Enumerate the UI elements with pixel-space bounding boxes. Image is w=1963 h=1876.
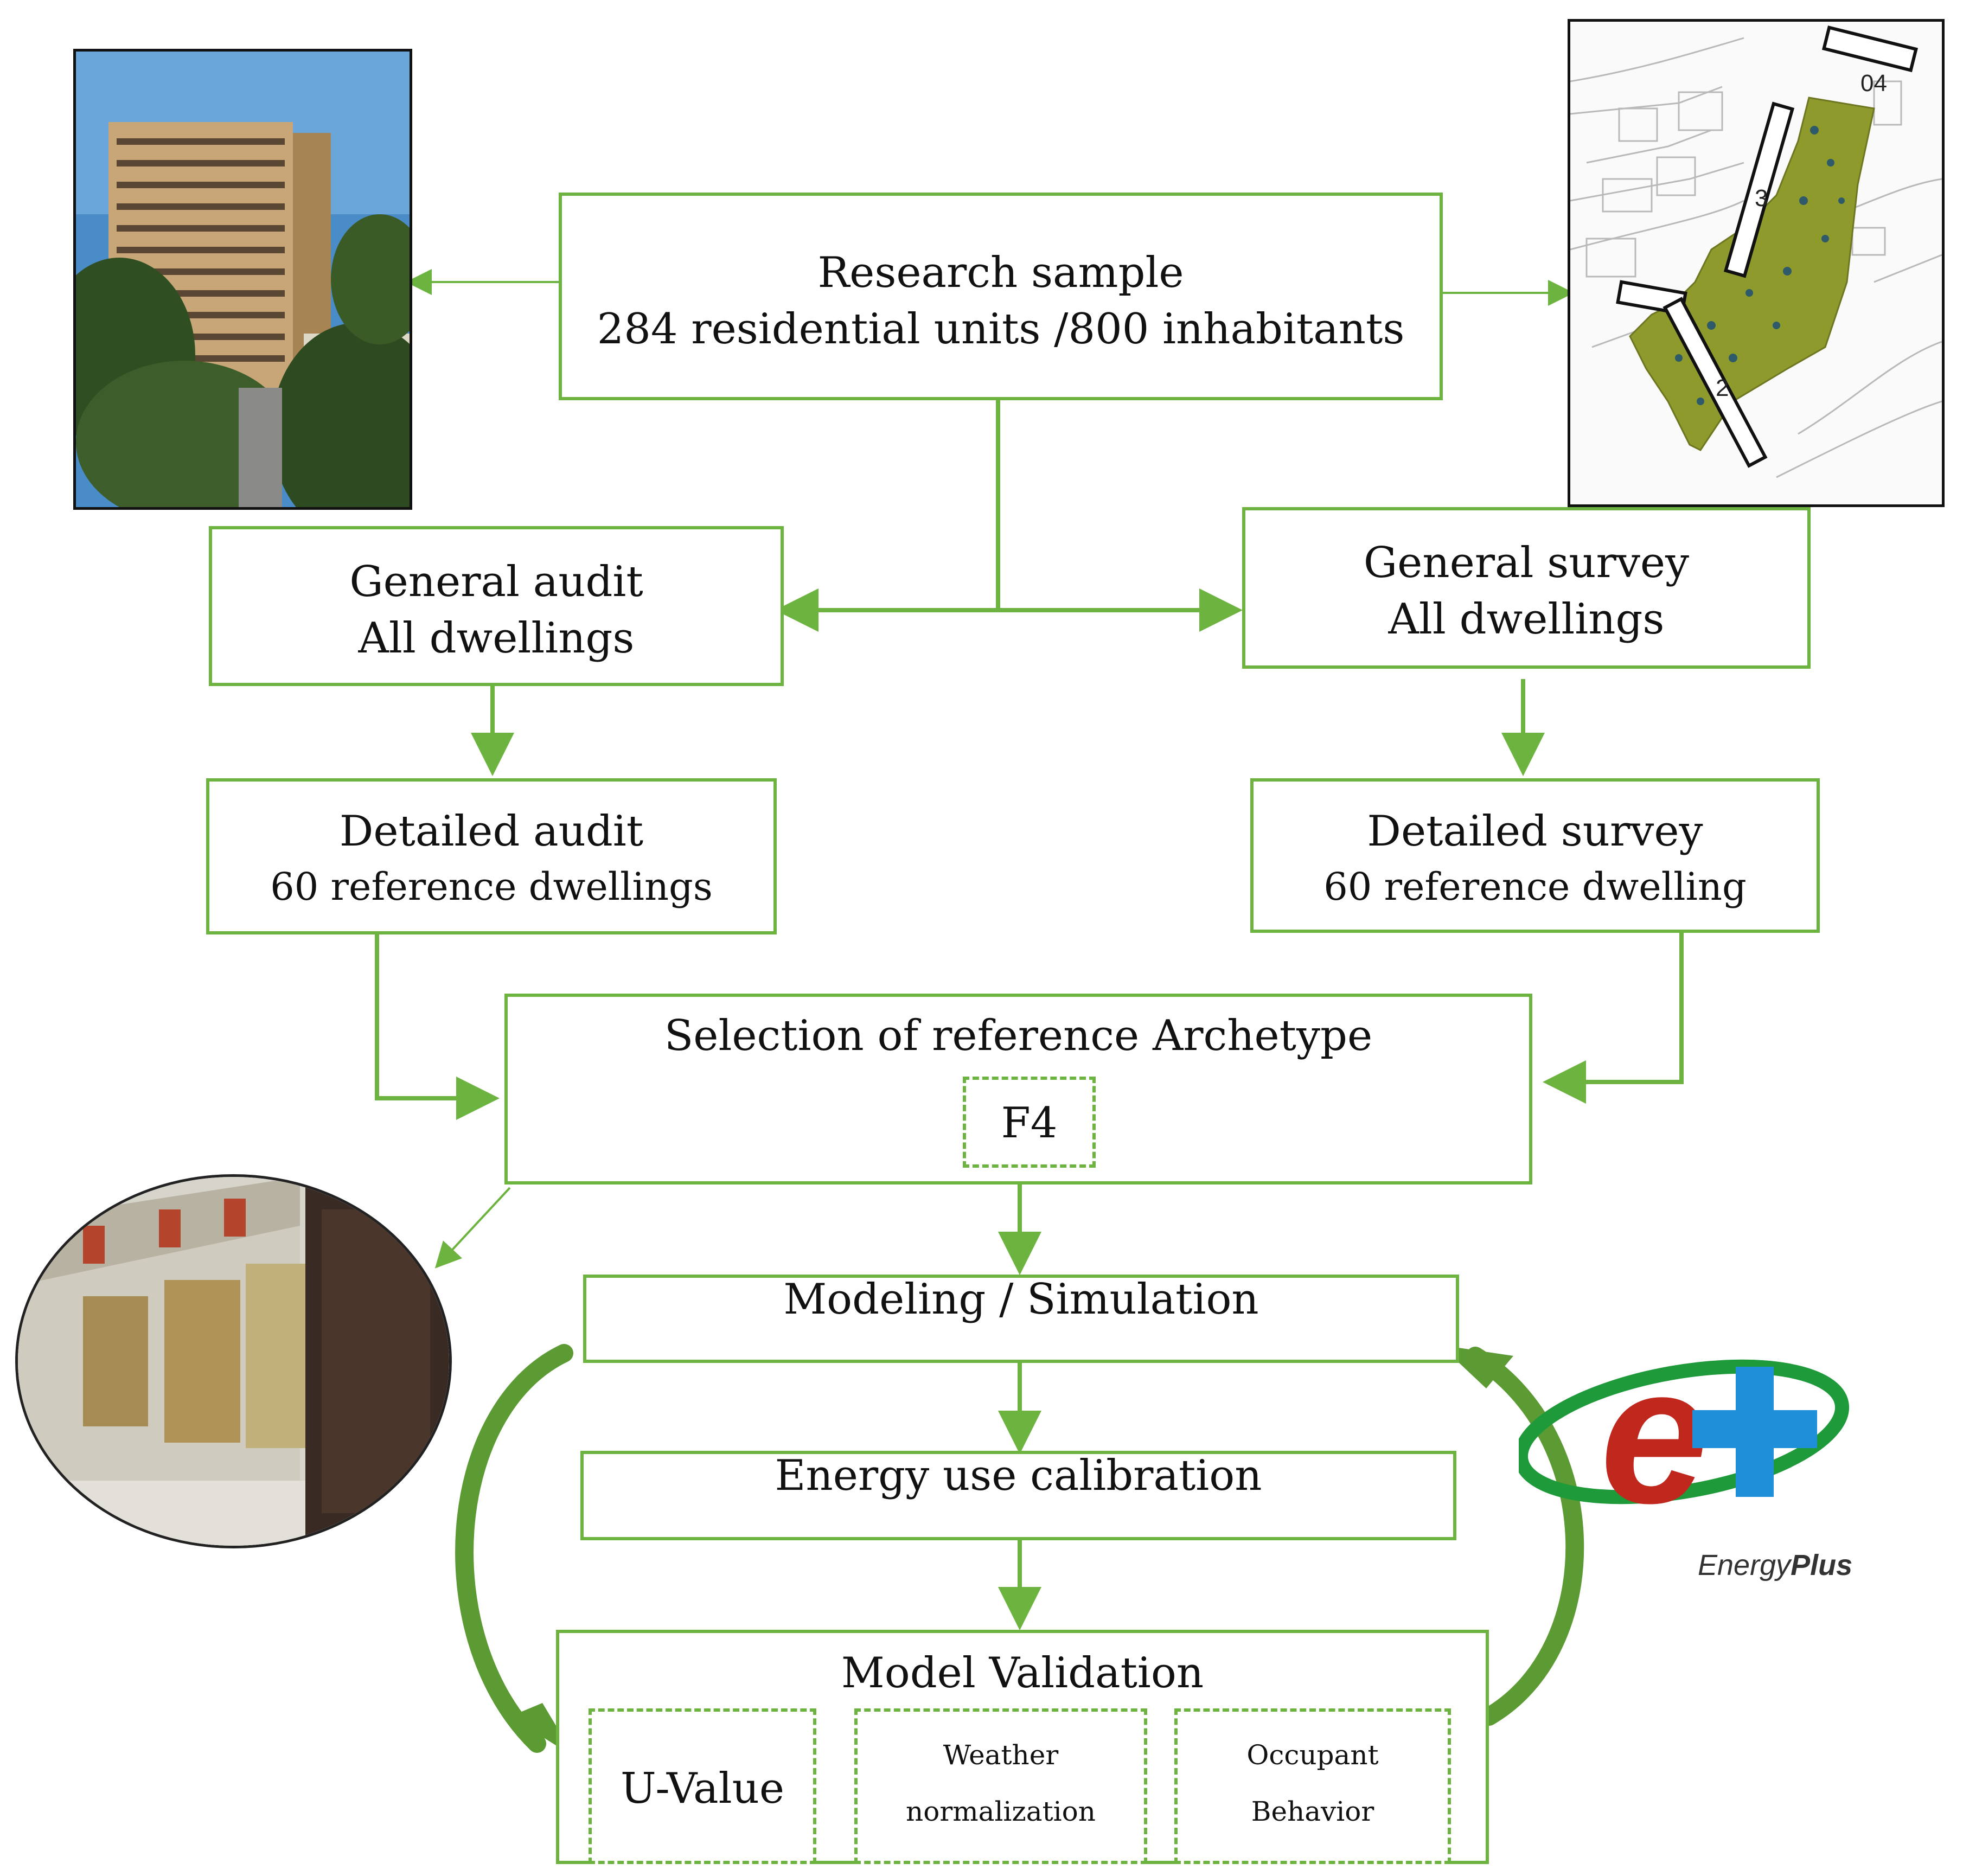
modeling-label: Modeling / Simulation — [783, 1275, 1259, 1324]
general-audit-title: General audit — [349, 558, 643, 606]
research-sample-box: Research sample 284 residential units /8… — [559, 193, 1443, 400]
weather-label-2: normalization — [906, 1796, 1096, 1827]
archetype-code: F4 — [1001, 1099, 1058, 1148]
general-audit-box: General audit All dwellings — [209, 526, 784, 686]
map-label-2: 2 — [1716, 375, 1729, 401]
general-survey-box: General survey All dwellings — [1242, 507, 1811, 669]
u-value-box: U-Value — [589, 1708, 816, 1864]
research-title: Research sample — [817, 248, 1184, 297]
detailed-survey-count: 60 reference dwelling — [1323, 865, 1747, 909]
research-detail: 284 residential units /800 inhabitants — [597, 305, 1405, 354]
general-survey-title: General survey — [1363, 539, 1690, 587]
energyplus-bold: Plus — [1791, 1549, 1853, 1582]
map-label-3: 3 — [1755, 185, 1768, 212]
building-photo — [73, 49, 412, 510]
arrow-to-corridor-photo — [434, 1187, 511, 1269]
selection-title: Selection of reference Archetype — [664, 1011, 1373, 1060]
arrow-detailed-audit-to-selection — [375, 933, 500, 1120]
u-value-label: U-Value — [620, 1764, 785, 1813]
detailed-audit-box: Detailed audit 60 reference dwellings — [206, 778, 777, 934]
detailed-audit-count: 60 reference dwellings — [270, 865, 713, 909]
site-map: 04 3 2 — [1568, 19, 1945, 507]
corridor-photo — [15, 1174, 452, 1548]
modeling-box: Modeling / Simulation — [583, 1275, 1459, 1363]
arrow-detailed-survey-to-selection — [1543, 931, 1684, 1104]
occupant-label-2: Behavior — [1251, 1796, 1374, 1827]
occupant-behavior-box: Occupant Behavior — [1174, 1708, 1451, 1864]
calibration-box: Energy use calibration — [580, 1451, 1456, 1540]
energyplus-logo: e EnergyPlus — [1513, 1323, 1877, 1595]
occupant-label-1: Occupant — [1246, 1739, 1379, 1771]
weather-label-1: Weather — [943, 1739, 1059, 1771]
archetype-code-box: F4 — [963, 1077, 1096, 1168]
calibration-label: Energy use calibration — [775, 1451, 1262, 1500]
general-audit-scope: All dwellings — [358, 614, 635, 663]
detailed-survey-box: Detailed survey 60 reference dwelling — [1250, 778, 1820, 933]
validation-title: Model Validation — [841, 1649, 1204, 1698]
svg-text:e: e — [1600, 1326, 1709, 1544]
energyplus-word: Energy — [1698, 1549, 1791, 1582]
general-survey-scope: All dwellings — [1388, 595, 1665, 644]
detailed-survey-title: Detailed survey — [1367, 807, 1703, 856]
detailed-audit-title: Detailed audit — [339, 807, 644, 856]
weather-normalization-box: Weather normalization — [854, 1708, 1147, 1864]
map-label-04: 04 — [1860, 70, 1887, 97]
